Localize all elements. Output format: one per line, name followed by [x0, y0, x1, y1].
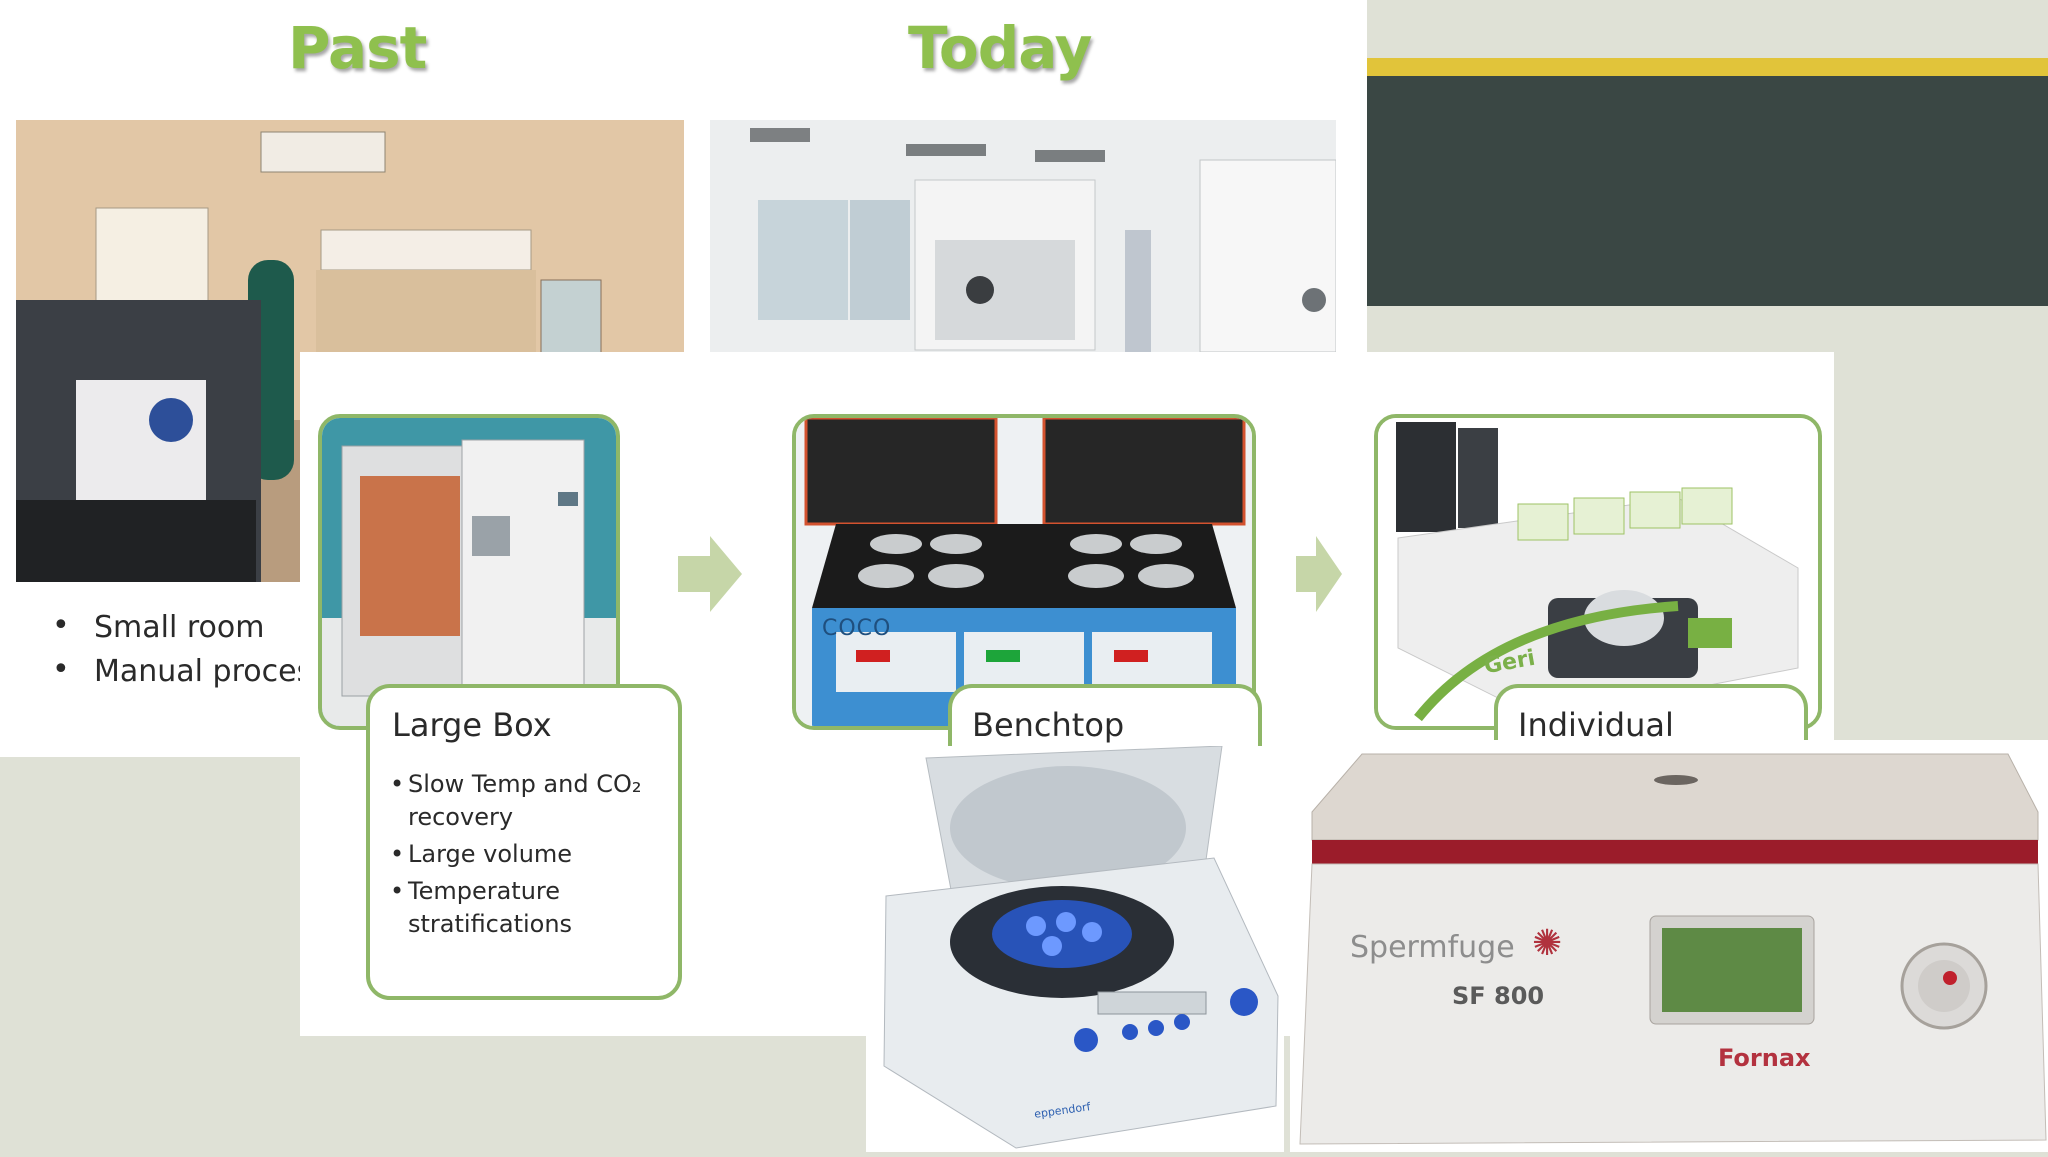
individual-image-frame: Geri [1374, 414, 1822, 730]
yellow-stripe [1367, 58, 2048, 76]
chalkboard-banner [1367, 58, 2048, 306]
fornax-brand: Fornax [1718, 1044, 1811, 1072]
spermfuge-photo: Spermfuge ✺ SF 800 Fornax [1290, 740, 2048, 1152]
large-box-bullet-item: • Slow Temp and CO₂ recovery [390, 770, 642, 831]
coco-logo: COCO [822, 616, 892, 641]
benchtop-label: Benchtop [972, 706, 1125, 744]
large-box-bullet-item: • Large volume [390, 840, 573, 868]
arrow-right-icon [1296, 536, 1342, 617]
spermfuge-brand: Spermfuge [1350, 930, 1515, 965]
large-box-label: Large Box [392, 706, 552, 744]
arrow-right-icon [678, 536, 742, 617]
benchtop-image-frame: COCO [792, 414, 1256, 730]
background-strip [0, 1036, 866, 1152]
large-box-callout: Large Box • Slow Temp and CO₂ recovery •… [366, 684, 682, 1000]
large-box-image-frame [318, 414, 620, 730]
individual-label: Individual [1518, 706, 1674, 744]
spermfuge-logo-icon: ✺ [1532, 922, 1563, 963]
title-past: Past [288, 14, 427, 82]
large-box-bullet-item: • Temperature stratifications [390, 877, 573, 938]
eppendorf-centrifuge-photo: eppendorf [866, 745, 1284, 1152]
title-today: Today [908, 14, 1092, 82]
spermfuge-model: SF 800 [1452, 982, 1545, 1010]
today-lab-photo [710, 120, 1336, 352]
